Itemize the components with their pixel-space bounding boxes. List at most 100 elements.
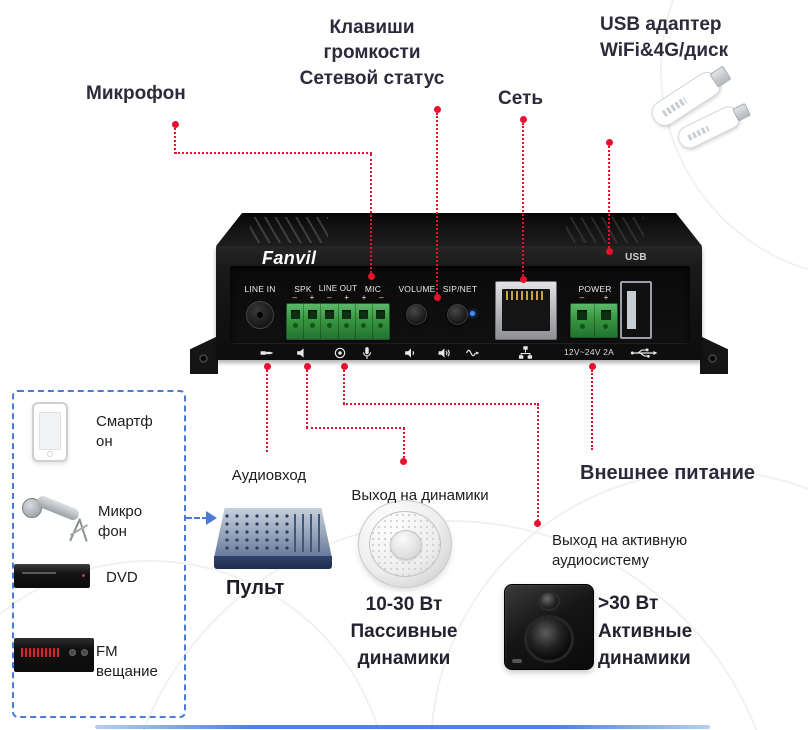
connector-dot — [434, 294, 441, 301]
brand-logo: Fanvil — [262, 248, 317, 268]
woofer — [524, 615, 574, 663]
dvd-player-icon — [14, 564, 90, 588]
connector-dot — [520, 116, 527, 123]
source-label-microphone: Микро фон — [98, 503, 143, 541]
smartphone-screen — [39, 412, 61, 450]
power-rating-label: 12V~24V 2A — [564, 347, 614, 357]
speaker-low-icon — [404, 346, 418, 360]
connector-line — [175, 152, 372, 154]
mixer-front-edge — [214, 556, 332, 569]
device-top-face — [216, 213, 702, 246]
label-speakers-output: Выход на динамики — [351, 487, 489, 504]
terminal-cell — [373, 304, 389, 339]
usb-port-tongue — [627, 291, 636, 329]
callout-usb-adapter: USB адаптер WiFi&4G/диск — [600, 14, 729, 61]
label-passive-speakers: 10-30 Вт Пассивные динамики — [350, 594, 458, 669]
connector-line — [436, 113, 438, 294]
record-icon — [333, 346, 347, 360]
connector-dot — [304, 363, 311, 370]
connector-dot — [172, 121, 179, 128]
mixer-knobs — [222, 512, 296, 554]
active-speaker-icon — [504, 584, 594, 670]
connector-dot — [606, 139, 613, 146]
power-terminal-block — [570, 303, 618, 338]
connector-dot — [341, 363, 348, 370]
mixer-deck — [214, 508, 332, 558]
connector-dot — [368, 273, 375, 280]
sip-net-label: SIP/NET — [442, 284, 478, 294]
vent-slots — [250, 217, 328, 243]
ethernet-port — [495, 281, 557, 340]
audio-sources-box — [12, 390, 186, 718]
speaker-loud-icon — [438, 346, 452, 360]
screw-hole — [708, 354, 717, 363]
terminal-cell — [287, 304, 305, 339]
audio-wave-icon — [466, 346, 480, 360]
callout-volume-network: Клавиши громкости Сетевой статус — [287, 16, 457, 90]
tweeter — [538, 591, 560, 611]
line-in-icon — [260, 346, 274, 360]
connector-line — [343, 403, 539, 405]
label-active-speakers: >30 Вт Активные динамики — [598, 593, 693, 670]
connector-line — [608, 146, 610, 248]
vent-slots — [566, 217, 644, 243]
terminal-cell — [571, 304, 595, 337]
callout-volume-keys: Клавиши громкости — [323, 17, 421, 63]
connector-line — [522, 123, 524, 276]
connector-line — [343, 370, 345, 404]
usb-dongle-print — [661, 97, 688, 118]
source-label-dvd: DVD — [106, 569, 138, 586]
power-polarity-marks: – + — [579, 293, 609, 302]
connector-line — [174, 128, 176, 154]
network-icon — [518, 345, 533, 360]
connector-dot — [589, 363, 596, 370]
smartphone-icon — [32, 402, 68, 462]
connector-line — [403, 428, 405, 458]
connector-line — [306, 427, 405, 429]
ceiling-speaker-icon — [358, 500, 452, 588]
connector-line — [537, 404, 539, 521]
line-out-label: LINE OUT — [318, 284, 358, 293]
fm-knob — [81, 649, 88, 656]
terminal-cell — [595, 304, 618, 337]
connector-line — [370, 154, 372, 273]
connector-line — [266, 370, 268, 452]
connector-dot — [520, 276, 527, 283]
terminal-cell — [321, 304, 339, 339]
usb-port — [620, 281, 652, 339]
mixer-faders — [294, 514, 324, 552]
ethernet-port-pins — [506, 291, 546, 300]
callout-network-status: Сетевой статус — [299, 68, 445, 90]
connector-dot — [434, 106, 441, 113]
connector-dot — [400, 458, 407, 465]
usb-icon — [630, 347, 658, 359]
callout-network: Сеть — [498, 88, 544, 109]
mic-body — [35, 494, 81, 522]
sip-net-button — [447, 304, 468, 325]
terminal-cell — [356, 304, 373, 339]
fm-receiver-icon — [14, 638, 94, 672]
line-in-jack-hole — [256, 311, 264, 319]
source-label-smartphone: Смартф он — [96, 413, 153, 451]
mic-label: MIC — [364, 284, 382, 294]
callout-microphone: Микрофон — [86, 83, 186, 104]
speaker-terminal-block — [286, 303, 390, 340]
label-active-output: Выход на активную аудиосистему — [552, 532, 688, 570]
speaker-icon — [296, 346, 310, 360]
usb-port-label: USB — [625, 252, 647, 263]
polarity-marks: – + – + + – — [292, 293, 384, 302]
source-label-fm: FM вещание — [96, 643, 158, 681]
terminal-cell — [304, 304, 322, 339]
connector-line — [306, 370, 308, 428]
terminal-cell — [339, 304, 356, 339]
connector-dot — [534, 520, 541, 527]
mixer-icon — [212, 506, 334, 572]
flow-arrow-head — [206, 511, 217, 525]
power-label: POWER — [578, 284, 612, 294]
mic-icon — [360, 346, 374, 360]
smartphone-home-button — [47, 451, 53, 457]
volume-button — [406, 304, 427, 325]
fm-display — [21, 648, 59, 657]
dvd-led — [82, 574, 85, 577]
fm-knob — [69, 649, 76, 656]
